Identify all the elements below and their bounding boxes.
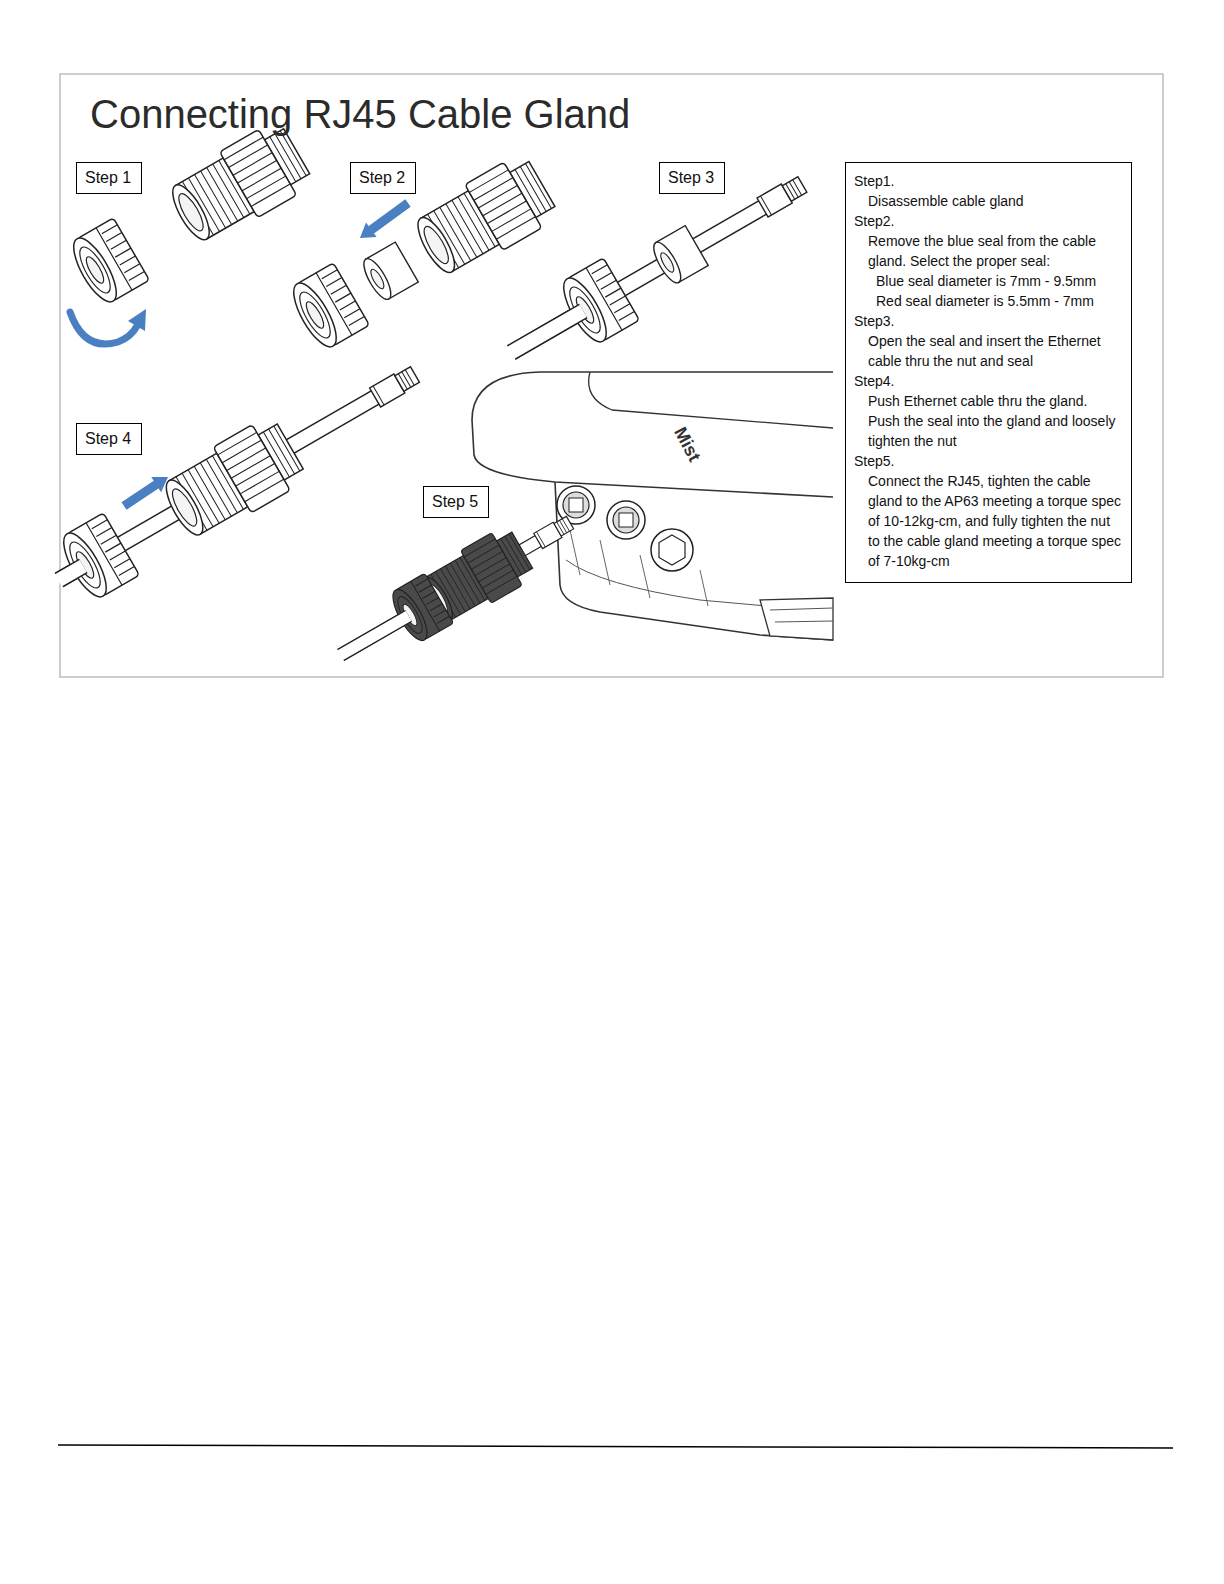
- step3-parts: [556, 258, 640, 348]
- push-arrow: [151, 477, 168, 492]
- step5-parts: [340, 616, 409, 656]
- step3-parts: [649, 226, 708, 287]
- step4-parts: [39, 342, 434, 614]
- step-heading: Step5.: [854, 451, 1123, 471]
- step1-parts: [64, 118, 316, 307]
- step-label: Step 1: [85, 168, 133, 187]
- step-label: Step 3: [668, 168, 716, 187]
- step3-parts: [511, 311, 583, 353]
- port: [651, 529, 693, 571]
- step-heading: Step4.: [854, 371, 1123, 391]
- step5-parts: [325, 496, 585, 681]
- figure-frame: [60, 74, 1163, 677]
- port: [619, 513, 633, 527]
- port: [651, 529, 693, 571]
- footer-rule: [58, 1445, 1173, 1448]
- step-label-box: Step 4: [76, 423, 142, 455]
- step4-parts: [156, 414, 309, 546]
- port: [569, 498, 583, 512]
- instruction-box: Step1.Disassemble cable glandStep2.Remov…: [845, 162, 1132, 583]
- step-heading: Step2.: [854, 211, 1123, 231]
- step2-parts: [359, 242, 418, 303]
- step3-parts: [757, 175, 808, 217]
- step3-parts: [511, 311, 584, 353]
- step1-parts: [162, 118, 315, 250]
- rotate-arrow: [128, 309, 146, 331]
- step-label-box: Step 5: [423, 486, 489, 518]
- step-instruction: Blue seal diameter is 7mm - 9.5mm: [854, 271, 1123, 291]
- port: [563, 492, 589, 518]
- step-heading: Step1.: [854, 171, 1123, 191]
- step4-parts: [59, 566, 83, 580]
- figure-title: Connecting RJ45 Cable Gland: [90, 92, 630, 137]
- step-heading: Step3.: [854, 311, 1123, 331]
- rotate-arrow: [70, 309, 146, 344]
- ap63-housing: [472, 372, 833, 497]
- step-label-box: Step 3: [659, 162, 725, 194]
- move-arrow: [360, 203, 408, 238]
- port: [613, 507, 639, 533]
- step-label-box: Step 2: [350, 162, 416, 194]
- step5-parts: [534, 515, 575, 549]
- step2-parts: [408, 151, 561, 283]
- move-arrow: [371, 203, 408, 230]
- step3-parts: [511, 207, 763, 353]
- ap63-housing: [472, 372, 833, 640]
- rotate-arrow: [70, 312, 137, 344]
- step-label-box: Step 1: [76, 162, 142, 194]
- step-label: Step 4: [85, 429, 133, 448]
- step-instruction: Connect the RJ45, tighten the cable glan…: [854, 471, 1123, 571]
- port: [607, 501, 645, 539]
- step4-parts: [370, 365, 421, 407]
- mount-bracket: [760, 598, 833, 640]
- step-instruction: Push Ethernet cable thru the gland. Push…: [854, 391, 1123, 451]
- step5-parts: [341, 616, 409, 655]
- step3-parts: [511, 207, 763, 353]
- mount-bracket: [770, 608, 833, 622]
- step-label: Step 2: [359, 168, 407, 187]
- step4-parts: [56, 513, 140, 603]
- step3-parts: [493, 153, 821, 384]
- brand-logo-text: Mist: [669, 423, 705, 466]
- step2-parts: [285, 151, 561, 354]
- step-instruction: Red seal diameter is 5.5mm - 7mm: [854, 291, 1123, 311]
- step4-parts: [58, 566, 83, 581]
- step1-parts: [66, 218, 150, 308]
- step-instruction: Disassemble cable gland: [854, 191, 1123, 211]
- move-arrow: [360, 222, 377, 238]
- step-instruction: Remove the blue seal from the cable glan…: [854, 231, 1123, 271]
- ap63-housing: [472, 372, 833, 640]
- push-arrow: [124, 484, 157, 506]
- ap63-housing: [589, 372, 833, 428]
- step-label: Step 5: [432, 492, 480, 511]
- ap63-housing: [555, 482, 833, 640]
- ap63-housing: [570, 530, 708, 606]
- step-instruction: Open the seal and insert the Ethernet ca…: [854, 331, 1123, 371]
- step5-parts: [387, 573, 454, 645]
- step2-parts: [286, 263, 370, 353]
- port: [607, 501, 645, 539]
- mount-bracket: [760, 598, 833, 640]
- push-arrow: [124, 477, 168, 506]
- port: [659, 535, 685, 565]
